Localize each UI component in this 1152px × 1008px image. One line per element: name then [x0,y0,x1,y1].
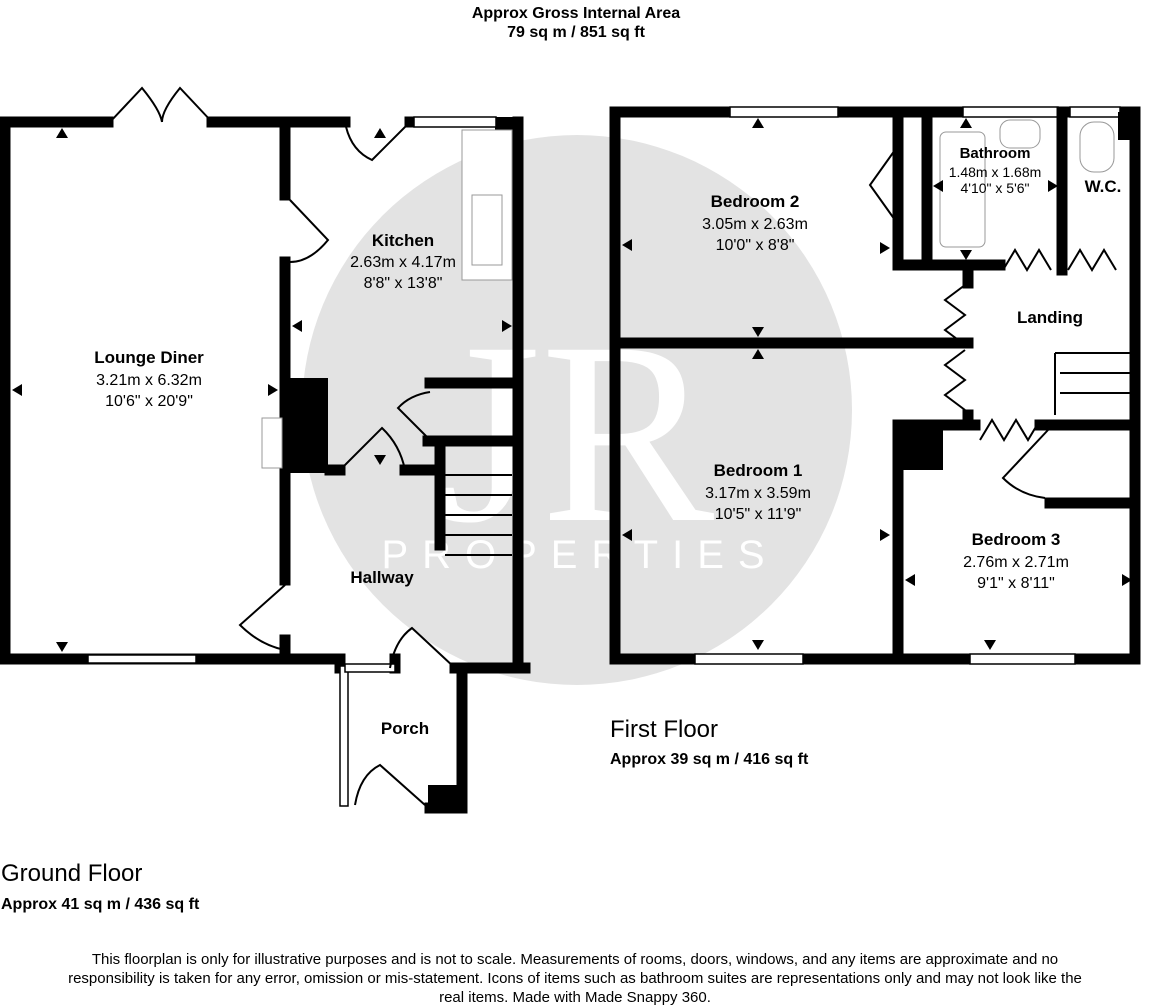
disclaimer: This floorplan is only for illustrative … [68,951,1082,1006]
hallway-name: Hallway [350,568,414,587]
first-floor-area: Approx 39 sq m / 416 sq ft [610,751,809,768]
kitchen-metric: 2.63m x 4.17m [350,254,456,271]
bathroom-metric: 1.48m x 1.68m [949,164,1042,180]
bedroom1-name: Bedroom 1 [714,461,803,480]
lounge-imperial: 10'6" x 20'9" [105,393,193,410]
watermark-logo: JR [440,289,716,577]
bathroom-name: Bathroom [960,145,1031,162]
bedroom2-name: Bedroom 2 [711,192,800,211]
bedroom1-imperial: 10'5" x 11'9" [715,506,802,523]
gross-area-title: Approx Gross Internal Area [471,5,681,22]
bedroom2-imperial: 10'0" x 8'8" [716,237,795,254]
kitchen-imperial: 8'8" x 13'8" [364,275,443,292]
kitchen-name: Kitchen [372,231,434,250]
ground-floor-area: Approx 41 sq m / 436 sq ft [1,896,200,913]
bathroom-imperial: 4'10" x 5'6" [961,180,1030,196]
bedroom3-imperial: 9'1" x 8'11" [977,575,1055,592]
bedroom2-metric: 3.05m x 2.63m [702,216,808,233]
first-floor-title: First Floor [610,716,718,743]
bedroom3-name: Bedroom 3 [972,530,1061,549]
ground-floor-title: Ground Floor [1,860,143,887]
landing-name: Landing [1017,308,1083,327]
ground-floor-plan [0,86,531,814]
gross-area-value: 79 sq m / 851 sq ft [507,24,645,41]
porch-name: Porch [381,719,429,738]
bedroom3-metric: 2.76m x 2.71m [963,554,1069,571]
first-floor-plan [609,106,1141,665]
lounge-name: Lounge Diner [94,348,204,367]
wc-name: W.C. [1085,177,1122,196]
lounge-metric: 3.21m x 6.32m [96,372,202,389]
bedroom1-metric: 3.17m x 3.59m [705,485,811,502]
